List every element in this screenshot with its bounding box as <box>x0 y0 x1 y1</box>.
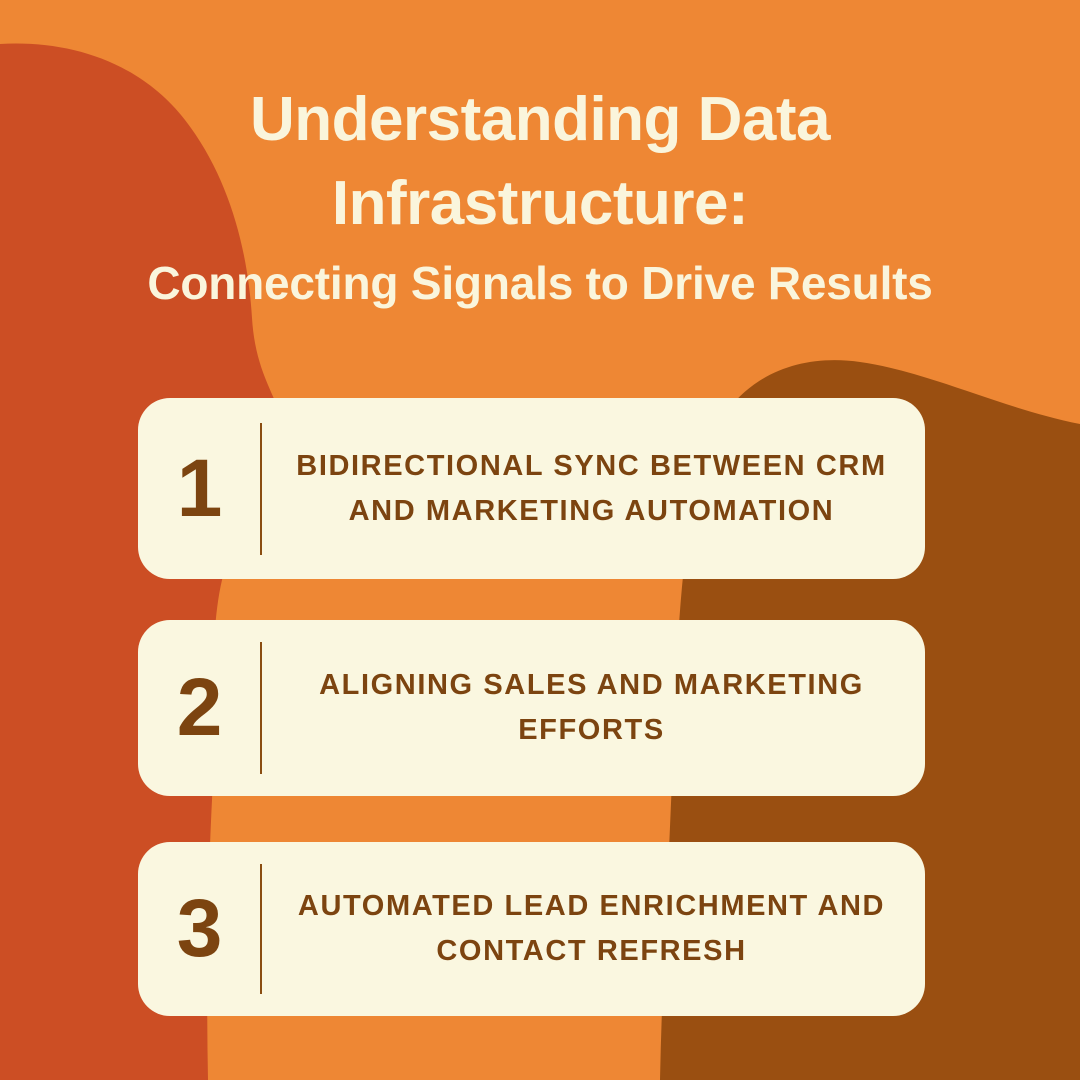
page-title: Understanding Data Infrastructure: Conne… <box>0 78 1080 320</box>
title-line-2: Infrastructure: <box>331 169 749 238</box>
card-label: BIDIRECTIONAL SYNC BETWEEN CRM AND MARKE… <box>296 449 887 527</box>
card-number-badge: 2 <box>176 662 223 753</box>
card-number-badge: 3 <box>176 883 223 974</box>
card-number-badge: 1 <box>176 442 223 534</box>
card-divider <box>260 422 262 555</box>
card-divider <box>260 864 262 994</box>
card-label: AUTOMATED LEAD ENRICHMENT AND CONTACT RE… <box>297 890 886 967</box>
title-line-1: Understanding Data <box>249 85 831 154</box>
list-item[interactable]: 3 AUTOMATED LEAD ENRICHMENT AND CONTACT … <box>138 842 925 1016</box>
list-item[interactable]: 2 ALIGNING SALES AND MARKETING EFFORTS <box>138 620 925 796</box>
card-label: ALIGNING SALES AND MARKETING EFFORTS <box>319 669 864 746</box>
card-divider <box>260 642 262 774</box>
title-line-3-subtitle: Connecting Signals to Drive Results <box>147 257 933 309</box>
list-item[interactable]: 1 BIDIRECTIONAL SYNC BETWEEN CRM AND MAR… <box>138 398 925 579</box>
